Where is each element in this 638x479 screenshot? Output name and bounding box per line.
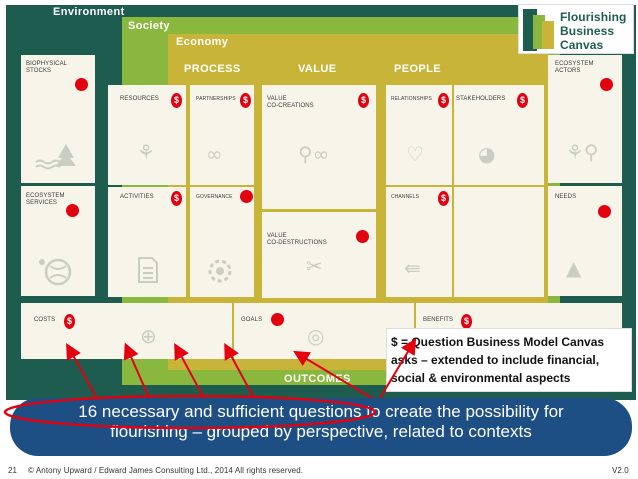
- logo-line2: Business: [560, 24, 615, 38]
- water-tree-icon: [35, 144, 76, 170]
- chain-link-icon: ∞: [206, 142, 223, 166]
- logo-line3: Canvas: [560, 38, 604, 52]
- governance-label: GOVERNANCE: [196, 194, 233, 200]
- callout-text: $ = Question Business Model Canvas asks …: [391, 335, 605, 385]
- needs-marker: [598, 205, 611, 218]
- copyright: © Antony Upward / Edward James Consultin…: [28, 466, 304, 475]
- outcomes-header: OUTCOMES: [284, 373, 351, 385]
- ecosystem-services-label: ECOSYSTEM SERVICES: [26, 193, 65, 207]
- relationships-question-marker: $: [438, 93, 449, 108]
- value-header: VALUE: [298, 63, 337, 75]
- society-label: Society: [128, 20, 170, 32]
- value-cocreations-box: [262, 85, 376, 209]
- outcomes-divider-1: [232, 303, 234, 359]
- wheat-icon: ⚘: [137, 140, 155, 164]
- gear-icon: [208, 259, 232, 283]
- document-icon: [138, 257, 158, 283]
- stakeholders-box: [454, 85, 544, 185]
- activities-label: ACTIVITIES: [120, 194, 154, 200]
- value-codestructions-box: [262, 212, 376, 298]
- pyramid-icon: ▲: [566, 256, 582, 280]
- sun-globe-icon: [39, 258, 72, 286]
- value-codestructions-label: VALUE CO-DESTRUCTIONS: [267, 233, 327, 247]
- scissors-icon: ✂: [306, 254, 323, 278]
- globe-icon: ⊕: [140, 324, 157, 348]
- activities-question-marker: $: [171, 191, 182, 206]
- banner-line2: flourishing – grouped by perspective, re…: [110, 422, 532, 441]
- benefits-question-marker: $: [461, 314, 472, 329]
- partnerships-label: PARTNERSHIPS: [196, 96, 236, 102]
- ecosystem-actors-marker: [600, 78, 613, 91]
- logo-mark-icon: [523, 9, 554, 51]
- target-icon: ◎: [307, 324, 325, 348]
- value-cocreations-label: VALUE CO-CREATIONS: [267, 96, 314, 110]
- value-cocreations-question-marker: $: [358, 93, 369, 108]
- resources-question-marker: $: [171, 93, 182, 108]
- pie-chart-icon: ◕: [478, 142, 496, 166]
- process-header: PROCESS: [184, 63, 241, 75]
- value-codestructions-marker: [356, 230, 369, 243]
- ecosystem-services-box: [21, 186, 95, 296]
- channels-label: CHANNELS: [391, 194, 420, 200]
- economy-label: Economy: [176, 36, 229, 48]
- environment-label: Environment: [53, 6, 125, 18]
- ecosystem-actors-box: [548, 55, 622, 183]
- needs-label: NEEDS: [555, 194, 577, 200]
- people-header: PEOPLE: [394, 63, 442, 75]
- benefits-label: BENEFITS: [423, 317, 454, 323]
- relationships-label: RELATIONSHIPS: [391, 96, 432, 102]
- banner-line1: 16 necessary and sufficient questions to…: [78, 402, 564, 421]
- channels-question-marker: $: [438, 191, 449, 206]
- handshake-icon: ♡: [406, 142, 424, 166]
- callout-box: $ = Question Business Model Canvas asks …: [386, 328, 632, 392]
- logo-line1: Flourishing: [560, 10, 627, 24]
- biophysical-stocks-label: BIOPHYSICAL STOCKS: [26, 61, 68, 75]
- stakeholders-question-marker: $: [517, 93, 528, 108]
- arrows-converge-icon: ⇚: [404, 256, 421, 280]
- goals-marker: [271, 313, 284, 326]
- page-number: 21: [8, 466, 18, 475]
- partnerships-question-marker: $: [240, 93, 251, 108]
- needs-box: [548, 186, 622, 296]
- ecosystem-actors-label: ECOSYSTEM ACTORS: [555, 61, 594, 75]
- people-blank-box: [454, 187, 544, 297]
- people-exchange-icon: ⚲∞: [298, 142, 330, 166]
- stakeholders-label: STAKEHOLDERS: [456, 96, 506, 102]
- governance-box: [190, 187, 254, 297]
- logo: Flourishing Business Canvas: [518, 4, 634, 54]
- costs-label: COSTS: [34, 317, 56, 323]
- governance-marker: [240, 190, 253, 203]
- biophysical-stocks-marker: [75, 78, 88, 91]
- ecosystem-services-marker: [66, 204, 79, 217]
- resources-label: RESOURCES: [120, 96, 159, 102]
- costs-question-marker: $: [64, 314, 75, 329]
- goals-label: GOALS: [241, 317, 263, 323]
- community-icon: ⚘⚲: [566, 140, 599, 164]
- version: V2.0: [612, 466, 629, 475]
